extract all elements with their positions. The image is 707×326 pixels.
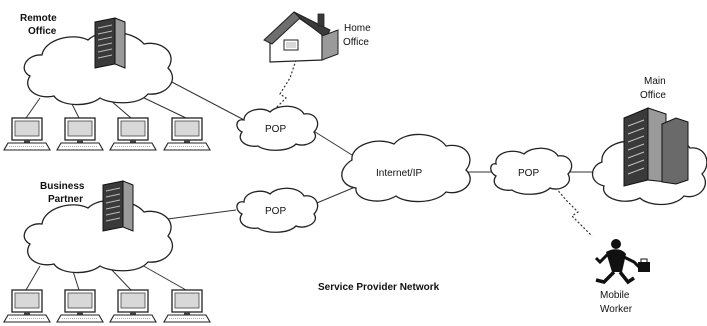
pop-top-cloud <box>236 105 319 151</box>
internet-cloud <box>341 133 471 203</box>
mobile-worker-icon <box>594 239 650 285</box>
pop-right-label: POP <box>518 168 539 179</box>
partner-pcs <box>3 289 211 323</box>
partner-pc-2-icon <box>56 289 104 323</box>
remote-office-label-line2: Office <box>28 26 57 37</box>
home-office-house-icon <box>263 11 339 63</box>
remote-office-label-line1: Remote <box>20 13 57 24</box>
remote-pc-2-icon <box>56 117 104 151</box>
dialup-link-mobile <box>555 187 593 237</box>
main-office-building-icon <box>623 107 689 187</box>
business-partner-cloud <box>23 199 174 274</box>
partner-pc-3-icon <box>109 289 157 323</box>
pop-right-cloud <box>490 147 573 195</box>
home-office-label-line2: Office <box>343 37 369 48</box>
main-office-label-line2: Office <box>640 90 666 101</box>
remote-pc-1-icon <box>3 117 51 151</box>
pop-bottom-label: POP <box>265 206 286 217</box>
network-caption: Service Provider Network <box>318 282 440 293</box>
pop-top-label: POP <box>265 124 286 135</box>
link-partner-pop <box>159 209 237 221</box>
partner-pc-1-icon <box>3 289 51 323</box>
mobile-worker-label-line2: Worker <box>600 304 633 315</box>
dialup-link-home <box>271 59 297 113</box>
partner-pc-4-icon <box>163 289 211 323</box>
link-pop-internet-bottom <box>311 184 361 206</box>
mobile-worker-label-line1: Mobile <box>600 290 630 301</box>
link-remote-pop <box>167 79 249 123</box>
main-office-label-line1: Main <box>644 76 666 87</box>
business-partner-server-icon <box>102 180 134 232</box>
internet-label: Internet/IP <box>376 168 422 179</box>
remote-pc-3-icon <box>109 117 157 151</box>
business-partner-label-line1: Business <box>40 181 85 192</box>
remote-office-server-icon <box>94 17 126 69</box>
remote-pc-4-icon <box>163 117 211 151</box>
home-office-label-line1: Home <box>344 23 371 34</box>
business-partner-label-line2: Partner <box>48 194 83 205</box>
remote-office-pcs <box>3 117 211 151</box>
pop-bottom-cloud <box>236 187 319 233</box>
